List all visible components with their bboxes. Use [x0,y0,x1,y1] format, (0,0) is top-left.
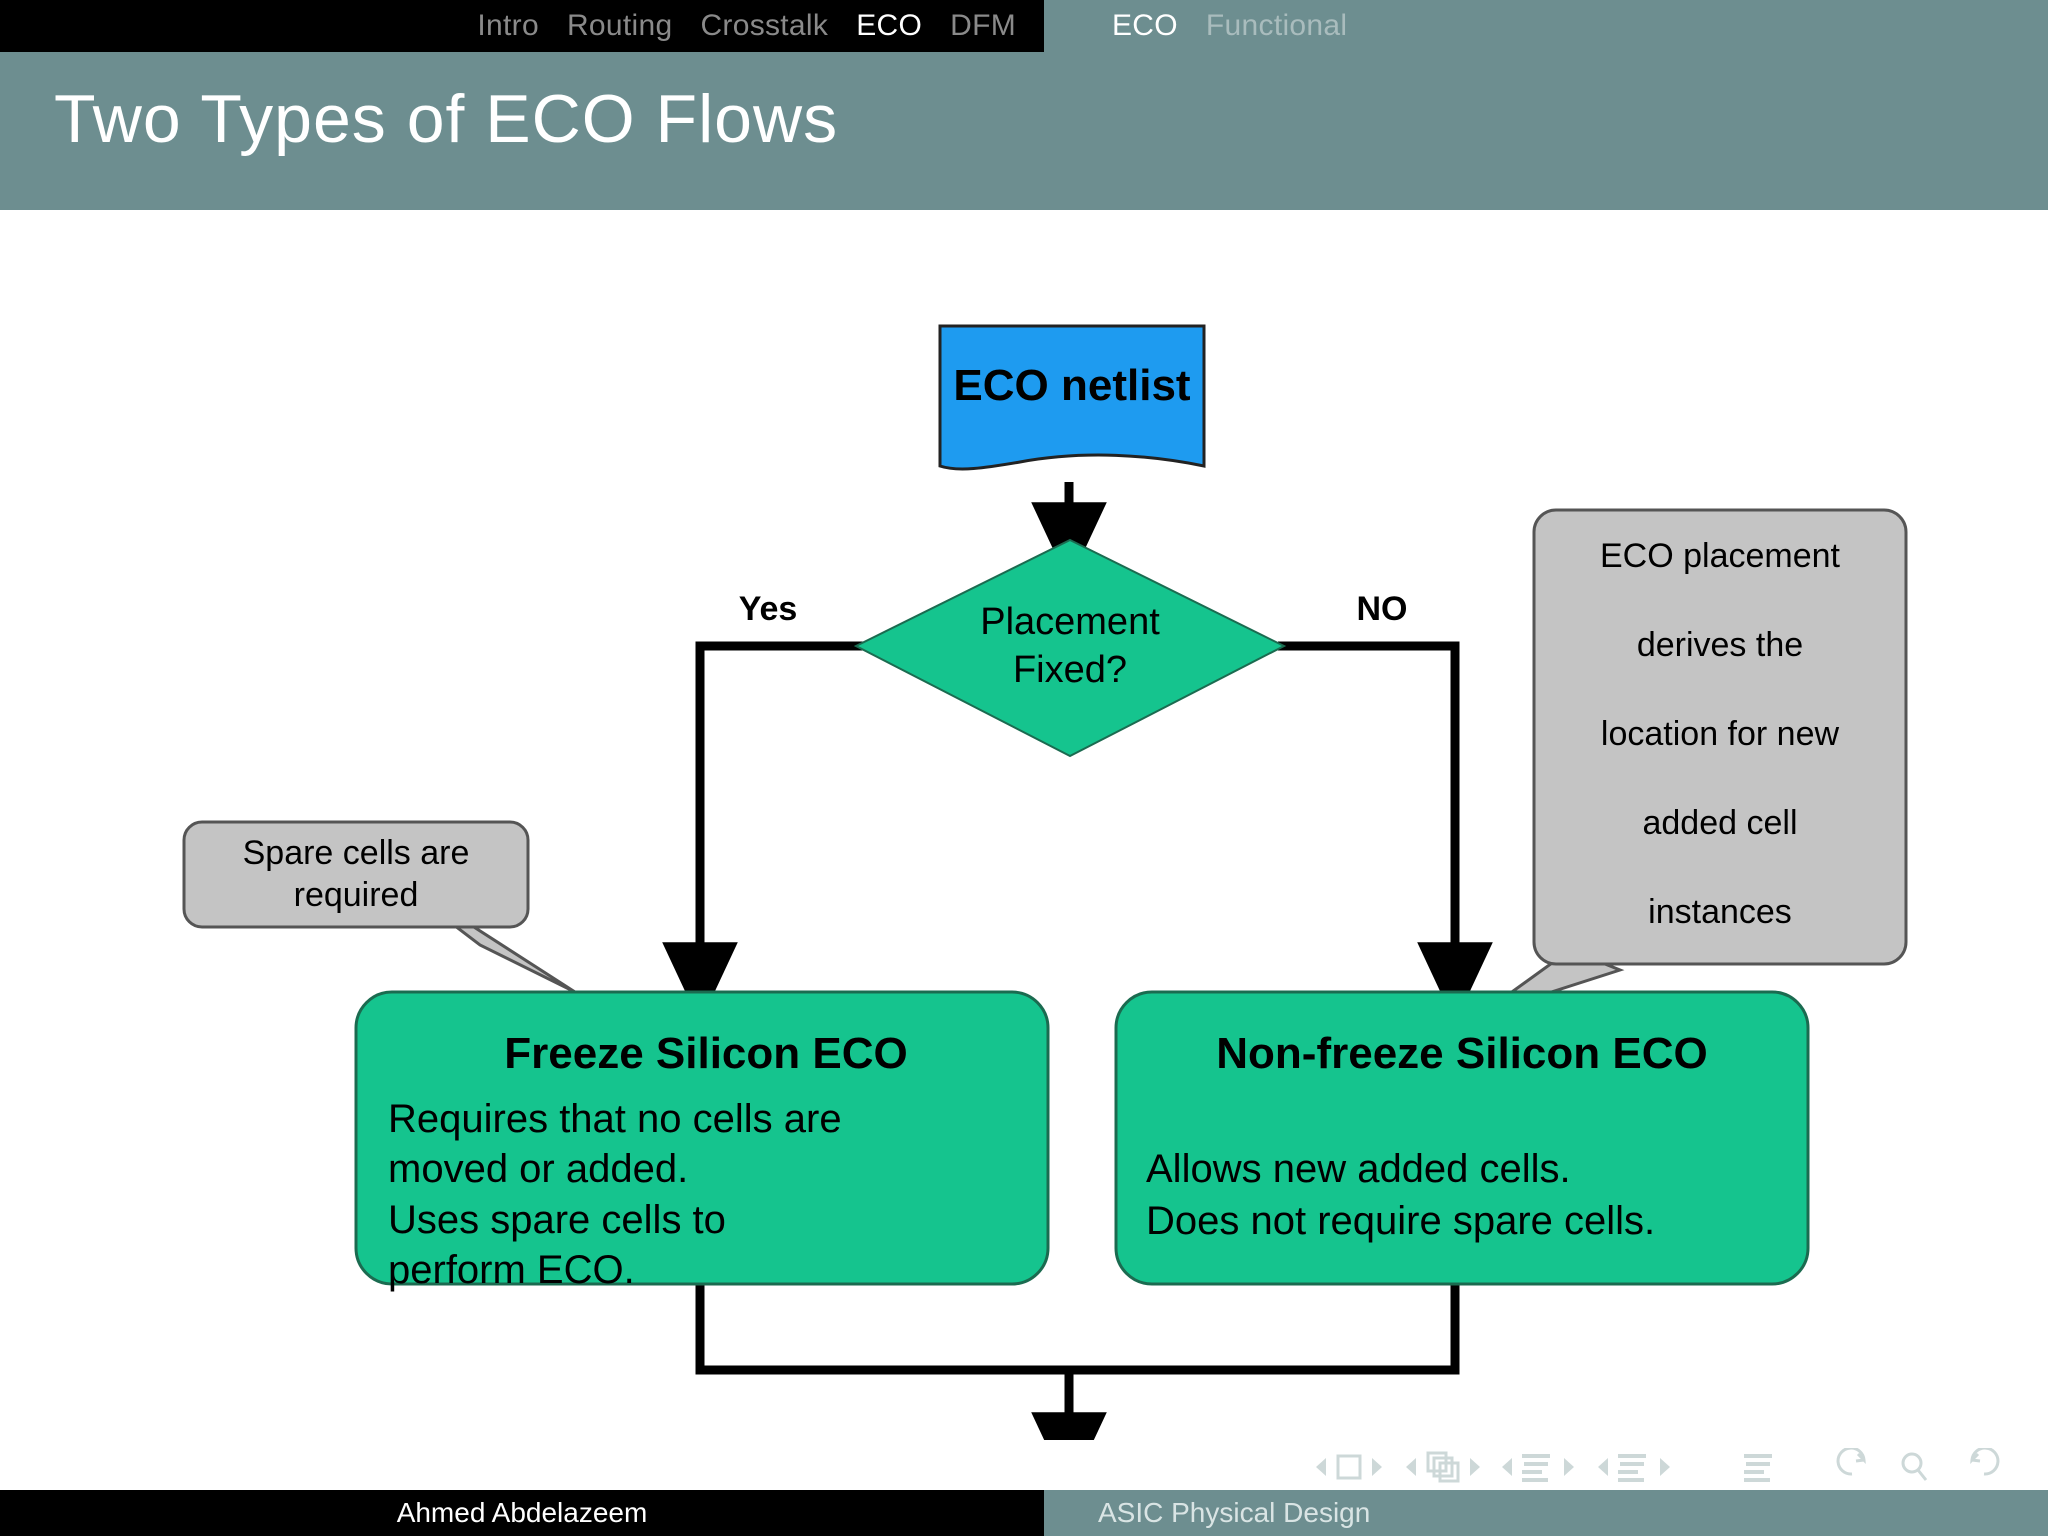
node-decision-placement-fixed[interactable]: Placement Fixed? [853,538,1287,758]
nav-item-crosstalk[interactable]: Crosstalk [700,9,829,42]
callout-eco-placement-line2: derives the [1637,626,1803,664]
doc-icon [1744,1454,1772,1482]
footer-course: ASIC Physical Design [1098,1497,1371,1528]
callout-eco-placement: ECO placement derives the location for n… [1479,508,1908,1017]
prev-slide-arrow-icon [1316,1458,1326,1476]
callout-spare-cells: Spare cells are required [182,820,576,994]
nonfreeze-body-line2: Does not require spare cells. [1146,1199,1655,1243]
callout-spare-cells-line1: Spare cells are [243,834,470,872]
edge-no-to-nonfreeze [1278,641,1493,1024]
node-eco-netlist-label: ECO netlist [953,361,1190,410]
freeze-body-line3: Uses spare cells to [388,1198,726,1242]
nav-section-list: Intro Routing Crosstalk ECO DFM [0,0,1044,52]
next-subsection-arrow-icon [1564,1458,1574,1476]
node-non-freeze-silicon-eco[interactable]: Non-freeze Silicon ECO Allows new added … [1114,990,1810,1286]
search-icon-handle [1916,1469,1928,1481]
callout-eco-placement-line1: ECO placement [1600,537,1841,575]
footer-course-section: ASIC Physical Design [1044,1490,2048,1536]
node-freeze-silicon-eco[interactable]: Freeze Silicon ECO Requires that no cell… [354,990,1050,1292]
nav-item-routing[interactable]: Routing [566,9,673,42]
nav-item-dfm[interactable]: DFM [950,9,1016,42]
search-icon [1901,1452,1923,1474]
callout-eco-placement-line5: instances [1648,893,1792,931]
frames-icon [1426,1451,1460,1483]
nav-subsection-list: ECO Functional [1044,0,2048,52]
nav-item-intro[interactable]: Intro [477,9,539,42]
flowchart-canvas: ECO netlist Placement Fixed? Yes NO Spar… [0,210,2048,1440]
top-navigation-bar: Intro Routing Crosstalk ECO DFM ECO Func… [0,0,2048,52]
nonfreeze-title: Non-freeze Silicon ECO [1216,1029,1707,1078]
subsection-icon [1522,1454,1550,1482]
back-icon [1836,1446,1866,1476]
nav-subitem-eco[interactable]: ECO [1112,9,1178,42]
nav-item-eco[interactable]: ECO [856,9,923,42]
prev-frame-arrow-icon [1406,1458,1416,1476]
forward-icon [1970,1446,2000,1476]
beamer-navigation-symbols [1312,1446,2032,1492]
callout-eco-placement-line3: location for new [1601,715,1840,753]
prev-section-arrow-icon [1598,1458,1608,1476]
node-eco-netlist[interactable]: ECO netlist [938,324,1206,471]
edge-yes-to-freeze [662,641,906,1024]
footer-bar: Ahmed Abdelazeem ASIC Physical Design [0,1490,2048,1536]
edge-branches-to-end [695,1283,1460,1440]
freeze-body-line1: Requires that no cells are [388,1097,842,1141]
page-title: Two Types of ECO Flows [54,81,839,157]
callout-spare-cells-line2: required [294,876,419,914]
decision-label-line2: Fixed? [1013,649,1127,691]
slide-icon [1336,1454,1362,1480]
callout-eco-placement-line4: added cell [1642,804,1797,842]
freeze-body-line2: moved or added. [388,1147,688,1191]
section-icon [1618,1454,1646,1482]
edge-label-yes: Yes [739,590,798,628]
next-frame-arrow-icon [1470,1458,1480,1476]
prev-subsection-arrow-icon [1502,1458,1512,1476]
nav-subitem-functional[interactable]: Functional [1205,9,1348,42]
title-band: Two Types of ECO Flows [0,52,2048,210]
freeze-body-line4: perform ECO. [388,1248,635,1292]
nonfreeze-body-line1: Allows new added cells. [1146,1147,1571,1191]
decision-label-line1: Placement [980,601,1160,643]
next-slide-arrow-icon [1372,1458,1382,1476]
footer-author: Ahmed Abdelazeem [396,1497,648,1528]
next-section-arrow-icon [1660,1458,1670,1476]
footer-author-section: Ahmed Abdelazeem [0,1490,1044,1536]
edge-label-no: NO [1357,590,1408,628]
freeze-title: Freeze Silicon ECO [504,1029,907,1078]
